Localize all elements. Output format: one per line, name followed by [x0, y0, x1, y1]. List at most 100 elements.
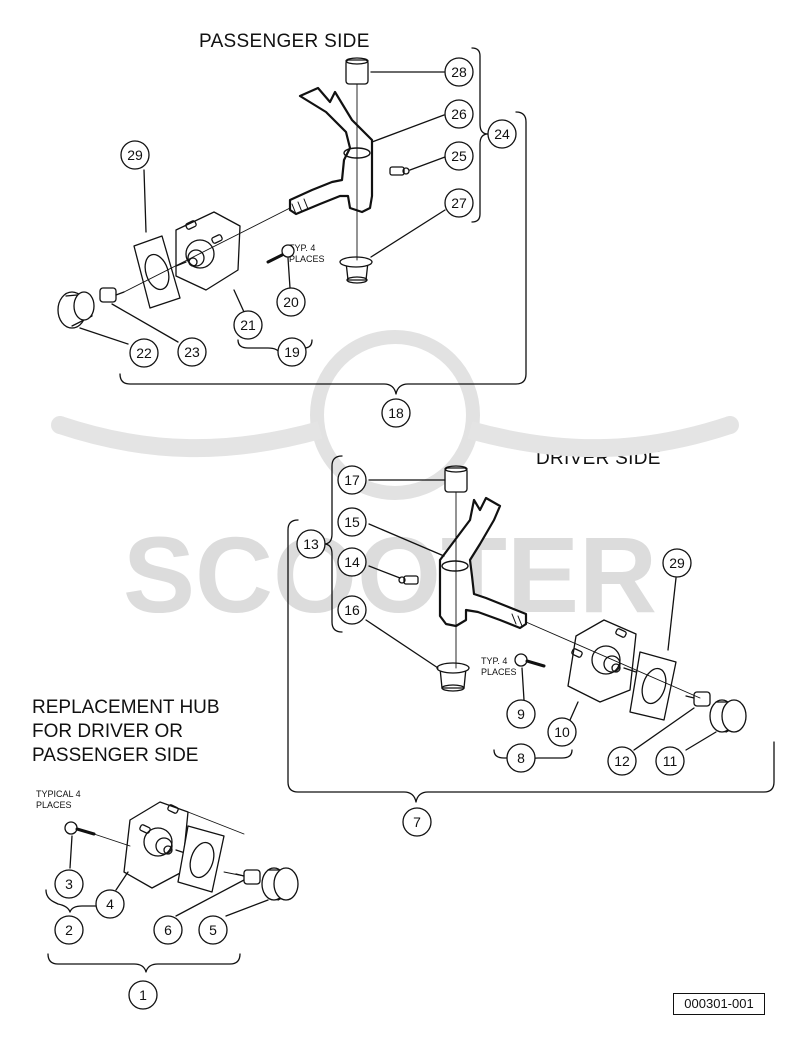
callout-11: 11: [655, 746, 685, 776]
note-line: PLACES: [289, 254, 325, 264]
bushing-bottom-driver: [436, 662, 470, 692]
watermark-logo: SCOOTER: [51, 330, 739, 635]
callout-number: 22: [136, 345, 152, 361]
callout-circle: [128, 980, 158, 1010]
callout-circle: [277, 337, 307, 367]
hub-passenger: [175, 211, 241, 291]
passenger-typ-note: TYP. 4 PLACES: [289, 243, 325, 265]
bushing-bottom-passenger: [339, 256, 373, 284]
callout-number: 20: [283, 294, 299, 310]
callout-29: 29: [120, 140, 150, 170]
gasket-replacement: [177, 825, 225, 893]
callout-circle: [54, 915, 84, 945]
callout-number: 5: [209, 922, 217, 938]
callout-circle: [337, 547, 367, 577]
hub-driver: [567, 619, 637, 703]
callout-number: 1: [139, 987, 147, 1003]
callout-18: 18: [381, 398, 411, 428]
callout-circle: [153, 915, 183, 945]
driver-typ-note: TYP. 4 PLACES: [481, 656, 517, 678]
callout-10: 10: [547, 717, 577, 747]
note-line: PLACES: [481, 667, 517, 677]
hub-title-line-1: REPLACEMENT HUB: [32, 697, 220, 718]
callout-circle: [276, 287, 306, 317]
callout-29: 29: [662, 548, 692, 578]
callout-number: 8: [517, 750, 525, 766]
callout-circle: [444, 57, 474, 87]
nut-passenger: [99, 287, 125, 303]
callout-circle: [444, 188, 474, 218]
callout-circle: [54, 869, 84, 899]
callout-number: 12: [614, 753, 630, 769]
callout-circle: [506, 743, 536, 773]
nut-replacement: [235, 869, 261, 885]
callout-number: 23: [184, 344, 200, 360]
bolt-passenger: [266, 244, 295, 264]
callout-circle: [487, 119, 517, 149]
callout-8: 8: [506, 743, 536, 773]
callout-number: 29: [127, 147, 143, 163]
callout-27: 27: [444, 188, 474, 218]
callout-number: 19: [284, 344, 300, 360]
callout-number: 17: [344, 472, 360, 488]
callout-7: 7: [402, 807, 432, 837]
callout-circle: [655, 746, 685, 776]
callout-circle: [607, 746, 637, 776]
callout-circle: [198, 915, 228, 945]
hub-title-line-2: FOR DRIVER OR: [32, 721, 183, 742]
passenger-side-title: PASSENGER SIDE: [199, 31, 370, 52]
hub-title-line-3: PASSENGER SIDE: [32, 745, 199, 766]
callout-26: 26: [444, 99, 474, 129]
callout-number: 24: [494, 126, 510, 142]
callout-circle: [177, 337, 207, 367]
bolt-driver: [514, 653, 546, 668]
drawing-lines: [45, 47, 775, 973]
callout-number: 15: [344, 514, 360, 530]
callout-circle: [381, 398, 411, 428]
callout-circle: [402, 807, 432, 837]
callout-24: 24: [487, 119, 517, 149]
callout-5: 5: [198, 915, 228, 945]
callout-number: 21: [240, 317, 256, 333]
grease-fitting-driver: [398, 575, 419, 585]
callout-circle: [129, 338, 159, 368]
callout-circle: [506, 699, 536, 729]
callout-12: 12: [607, 746, 637, 776]
callout-circle: [337, 595, 367, 625]
watermark-ring: [310, 330, 480, 500]
callout-14: 14: [337, 547, 367, 577]
callout-2: 2: [54, 915, 84, 945]
hub-replacement: [123, 801, 189, 889]
replacement-hub-title: REPLACEMENT HUB FOR DRIVER OR PASSENGER …: [32, 696, 220, 768]
callout-number: 3: [65, 876, 73, 892]
callout-number: 26: [451, 106, 467, 122]
callout-number: 4: [106, 896, 114, 912]
callout-number: 18: [388, 405, 404, 421]
note-line: TYPICAL 4: [36, 789, 81, 799]
watermark-wings: [57, 416, 733, 458]
callout-28: 28: [444, 57, 474, 87]
callout-circle: [296, 529, 326, 559]
document-id: 000301-001: [673, 993, 765, 1015]
dust-cap-driver: [709, 699, 747, 733]
callout-circle: [444, 141, 474, 171]
dust-cap-replacement: [261, 867, 299, 901]
callout-number: 10: [554, 724, 570, 740]
callout-circle: [233, 310, 263, 340]
callout-number: 16: [344, 602, 360, 618]
callout-19: 19: [277, 337, 307, 367]
callout-circle: [337, 507, 367, 537]
callout-number: 25: [451, 148, 467, 164]
callout-15: 15: [337, 507, 367, 537]
callout-number: 9: [517, 706, 525, 722]
spindle-passenger: [288, 86, 374, 216]
callout-13: 13: [296, 529, 326, 559]
gasket-driver: [629, 651, 677, 721]
callout-25: 25: [444, 141, 474, 171]
callout-23: 23: [177, 337, 207, 367]
callout-17: 17: [337, 465, 367, 495]
callout-6: 6: [153, 915, 183, 945]
grease-fitting-passenger: [389, 166, 410, 176]
